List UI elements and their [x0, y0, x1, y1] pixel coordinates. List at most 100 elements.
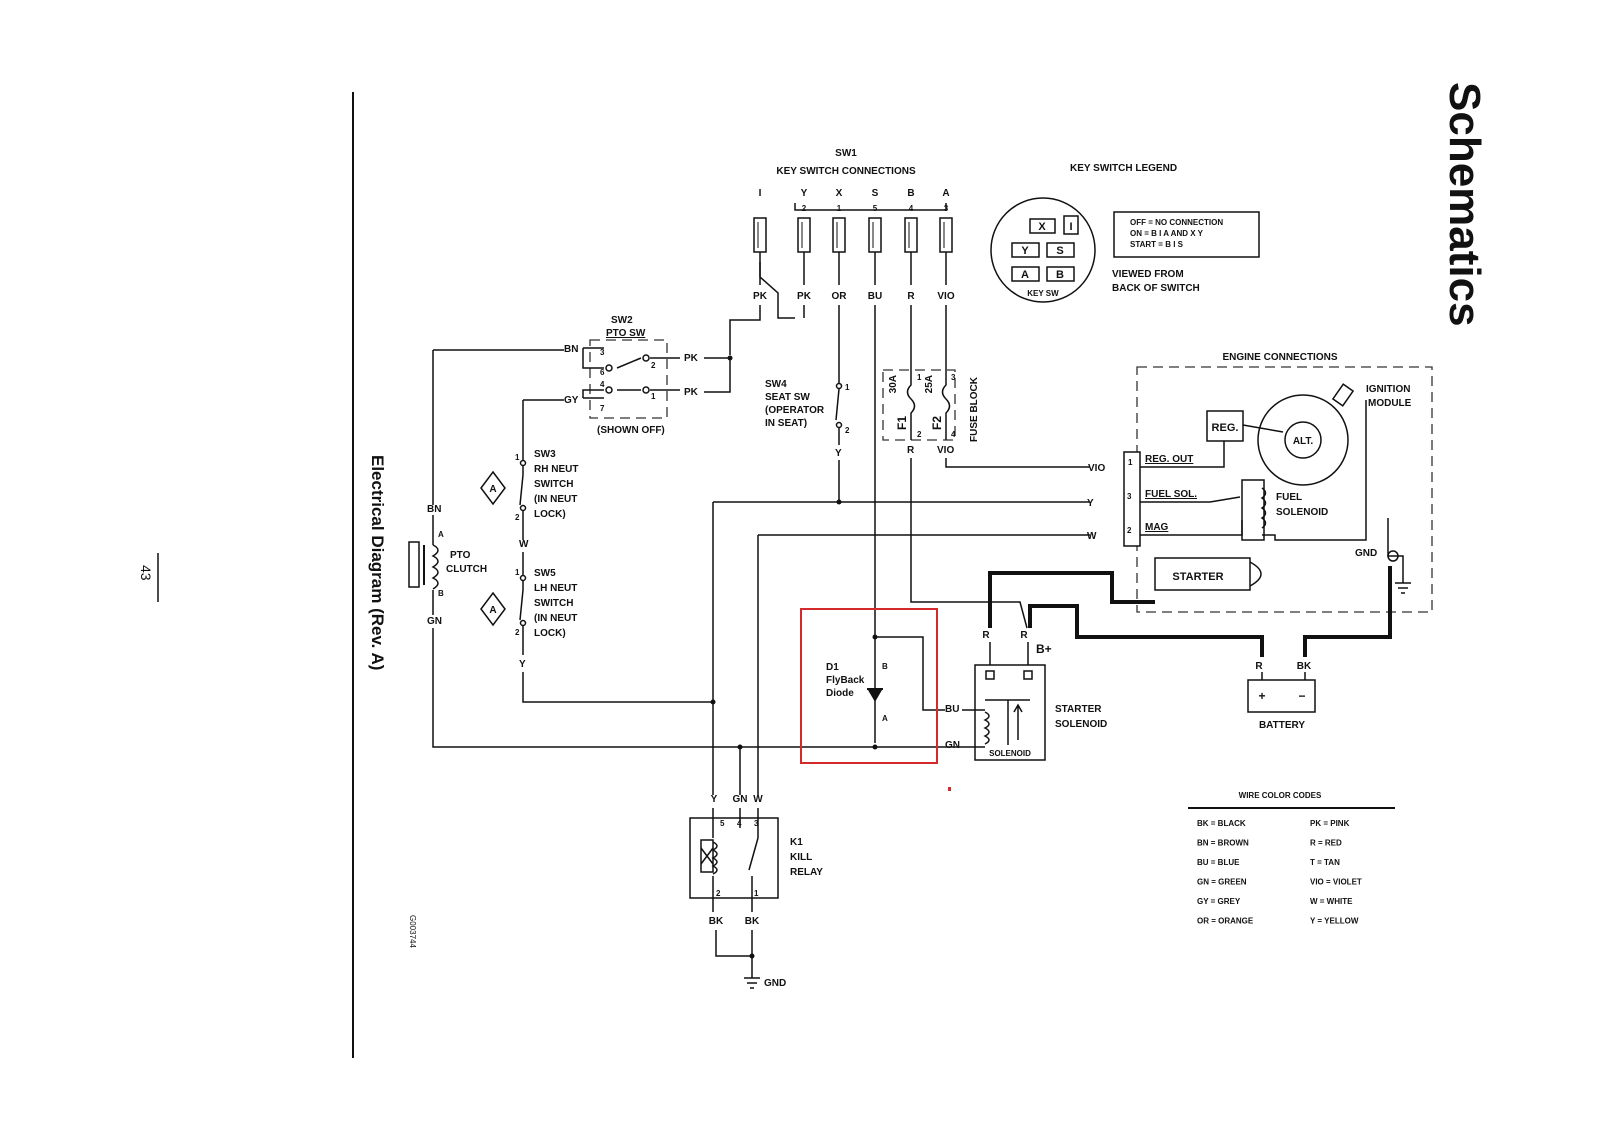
- sw3-contact: [519, 455, 524, 540]
- sw5-id: SW5: [534, 568, 556, 579]
- solenoid-label-2: SOLENOID: [1055, 719, 1107, 730]
- fuse-block-outline: [882, 369, 956, 441]
- engine-pin-3: 3: [1127, 492, 1132, 501]
- sw5-node-1: [519, 574, 527, 582]
- key-switch-legend: KEY SWITCH LEGEND X I Y S A B KEY SW OFF…: [990, 163, 1260, 303]
- diode-symbol: [868, 690, 882, 702]
- sw1-wire-r: R: [907, 291, 915, 302]
- pto-pin-b: B: [438, 589, 444, 598]
- sw3-rh-neutral-switch: 1 2 A SW3 RH NEUT SWITCH (IN NEUT LOCK): [480, 449, 578, 540]
- fuse-f1-label: F1: [895, 416, 909, 430]
- k1-pin-3: 3: [754, 819, 759, 828]
- page-number: 43: [138, 565, 154, 581]
- sw2-contact-1: [642, 386, 650, 394]
- sw5-pin-1: 1: [515, 568, 520, 577]
- wire-gn-ground: [432, 628, 965, 748]
- k1-label-3: RELAY: [790, 867, 823, 878]
- battery-wire-bk: BK: [1297, 661, 1312, 672]
- sw5-lock-icon: [480, 591, 506, 627]
- sw1-letter-y: Y: [801, 188, 808, 199]
- color-code-right-row: VIO = VIOLET: [1310, 878, 1362, 887]
- sw2-wire-bn: BN: [564, 344, 578, 355]
- sw2-wire-gy: GY: [564, 395, 579, 406]
- color-code-left-row: BK = BLACK: [1197, 819, 1246, 828]
- fuse-f1-element: [906, 370, 916, 440]
- engine-fuel-1: FUEL: [1276, 492, 1302, 503]
- engine-pin-2: 2: [1127, 526, 1132, 535]
- engine-fuel-solenoid-coil: [1260, 487, 1267, 529]
- sw2-pin-7: 7: [600, 404, 605, 413]
- diagram-subtitle: Electrical Diagram (Rev. A): [368, 455, 387, 670]
- solenoid-arrow-icon: [1013, 703, 1023, 740]
- engine-fuel-sol: FUEL SOL.: [1145, 489, 1197, 500]
- legend-key-i: [1063, 215, 1079, 235]
- color-code-left-row: OR = ORANGE: [1197, 917, 1254, 926]
- fuse-block-label: FUSE BLOCK: [969, 376, 980, 442]
- sw3-pin-1: 1: [515, 453, 520, 462]
- diode-highlight-box: [800, 608, 938, 764]
- fuse-f2-element: [941, 370, 951, 440]
- sw1-bracket: [794, 203, 947, 211]
- color-code-right-row: PK = PINK: [1310, 819, 1350, 828]
- key-switch-wiring: [729, 262, 947, 743]
- sw3-node-1: [519, 459, 527, 467]
- sw2-name: PTO SW: [606, 328, 646, 339]
- solenoid-wire-r2: R: [1020, 630, 1028, 641]
- pto-label-1: PTO: [450, 550, 471, 561]
- sw1-pin-2: 2: [802, 204, 807, 213]
- wire-y-label: Y: [519, 659, 526, 670]
- sw1-letter-x: X: [836, 188, 843, 199]
- solenoid-post-2: [1023, 670, 1033, 680]
- red-mark: [948, 787, 951, 791]
- solenoid-coil: [983, 711, 990, 745]
- wire-pk-bus: [704, 357, 731, 393]
- engine-title: ENGINE CONNECTIONS: [1222, 352, 1337, 363]
- legend-key-i-label: I: [1069, 221, 1072, 233]
- junction-y-bus: [710, 699, 716, 705]
- legend-row-start: START = B I S: [1130, 240, 1184, 249]
- pto-clutch-plate: [408, 541, 420, 588]
- sw1-pin-1: 1: [837, 204, 842, 213]
- sw5-pin-2: 2: [515, 628, 520, 637]
- color-codes-title: WIRE COLOR CODES: [1239, 791, 1322, 800]
- legend-row-on: ON = B I A AND X Y: [1130, 229, 1204, 238]
- legend-viewed-2: BACK OF SWITCH: [1112, 283, 1200, 294]
- sw1-terminal-x: [832, 217, 846, 253]
- color-code-right-row: W = WHITE: [1310, 897, 1353, 906]
- k1-label-2: KILL: [790, 852, 812, 863]
- diode-label-1: D1: [826, 662, 839, 673]
- sw4-wire-y: Y: [835, 448, 842, 459]
- wire-i-jog: [759, 262, 795, 319]
- engine-reg-out: REG. OUT: [1145, 454, 1193, 465]
- battery-plus-terminal: +: [1258, 689, 1265, 703]
- sw1-letter-a: A: [942, 188, 949, 199]
- k1-ground-junction: [749, 953, 755, 959]
- k1-wire-y: Y: [711, 794, 718, 805]
- pto-wire-bn: BN: [427, 504, 441, 515]
- legend-key-a-label: A: [1021, 269, 1029, 281]
- sw4-node-2: [835, 421, 843, 429]
- diode-junction-b: [872, 634, 878, 640]
- engine-starter-motor: [1154, 557, 1251, 591]
- k1-wire-bk2: BK: [745, 916, 760, 927]
- wire-r-to-bplus: [910, 458, 1028, 629]
- color-code-right-row: R = RED: [1310, 839, 1342, 848]
- sw4-node-1: [835, 382, 843, 390]
- color-code-left-row: BN = BROWN: [1197, 839, 1249, 848]
- engine-wire-w: W: [1087, 531, 1097, 542]
- cable-solenoid-to-starter: [988, 571, 1155, 628]
- k1-coil-box: [700, 839, 714, 873]
- engine-wire-vio: VIO: [1088, 463, 1105, 474]
- solenoid-bplus: B+: [1036, 642, 1052, 656]
- sw3-line3: (IN NEUT: [534, 494, 577, 505]
- junction-gn: [737, 744, 743, 750]
- sw2-pin-1: 1: [651, 392, 656, 401]
- sw5-lh-neutral-switch: 1 2 A SW5 LH NEUT SWITCH (IN NEUT LOCK): [480, 552, 577, 655]
- sw1-terminal-s: [868, 217, 882, 253]
- sw2-outline: [589, 339, 668, 419]
- sw3-line2: SWITCH: [534, 479, 573, 490]
- fuse-f2-rating: 25A: [924, 375, 935, 393]
- color-code-right-row: Y = YELLOW: [1310, 917, 1359, 926]
